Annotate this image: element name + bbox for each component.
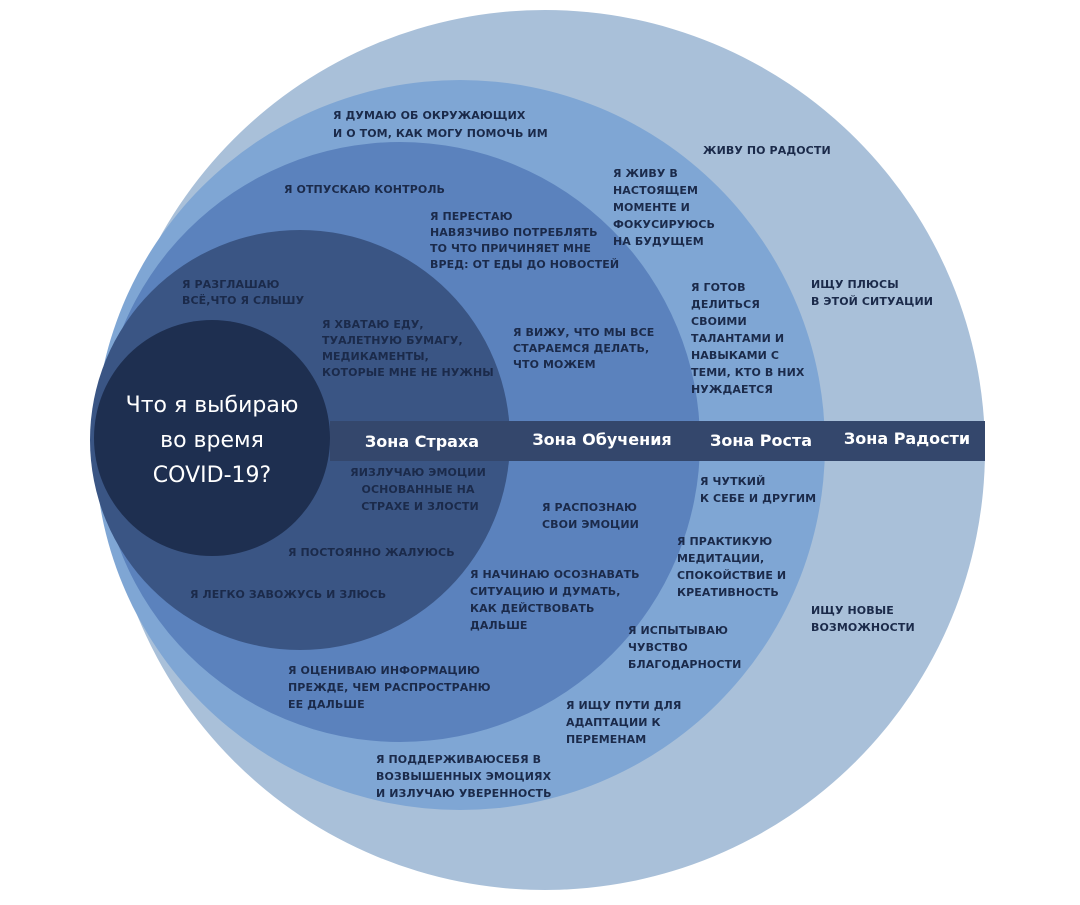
statement-learning-evaluate-info: Я ОЦЕНИВАЮ ИНФОРМАЦИЮ ПРЕЖДЕ, ЧЕМ РАСПРО…: [288, 664, 495, 711]
statement-learning-stop-consuming: Я ПЕРЕСТАЮ НАВЯЗЧИВО ПОТРЕБЛЯТЬ ТО ЧТО П…: [430, 210, 619, 271]
center-title-line: во время: [160, 428, 264, 453]
statement-fear-disclose: Я РАЗГЛАШАЮ ВСЁ,ЧТО Я СЛЫШУ: [182, 278, 305, 307]
center-title-line: COVID-19?: [153, 463, 271, 488]
statement-joy-live-by-joy: ЖИВУ ПО РАДОСТИ: [703, 144, 831, 157]
statement-growth-gratitude: Я ИСПЫТЫВАЮ ЧУВСТВО БЛАГОДАРНОСТИ: [628, 624, 741, 671]
zone-label-growth: Зона Роста: [710, 431, 812, 450]
statement-growth-sensitive: Я ЧУТКИЙ К СЕБЕ И ДРУГИМ: [700, 475, 816, 505]
statement-growth-share-talents: Я ГОТОВ ДЕЛИТЬСЯ СВОИМИ ТАЛАНТАМИ И НАВЫ…: [691, 281, 808, 396]
statement-growth-others: Я ДУМАЮ ОБ ОКРУЖАЮЩИХ И О ТОМ, КАК МОГУ …: [333, 109, 548, 140]
center-circle: [94, 320, 330, 556]
statement-growth-present-moment: Я ЖИВУ В НАСТОЯЩЕМ МОМЕНТЕ И ФОКУСИРУЮСЬ…: [613, 167, 719, 248]
statement-growth-elevated-emotions: Я ПОДДЕРЖИВАЮСЕБЯ В ВОЗВЫШЕННЫХ ЭМОЦИЯХ …: [376, 753, 555, 800]
statement-learning-release-control: Я ОТПУСКАЮ КОНТРОЛЬ: [284, 183, 445, 196]
statement-joy-new-opportunities: ИЩУ НОВЫЕ ВОЗМОЖНОСТИ: [811, 604, 915, 634]
statement-fear-emotions: ЯИЗЛУЧАЮ ЭМОЦИИ ОСНОВАННЫЕ НА СТРАХЕ И З…: [350, 466, 490, 513]
statement-joy-look-for-pluses: ИЩУ ПЛЮСЫ В ЭТОЙ СИТУАЦИИ: [811, 278, 933, 308]
zone-label-learning: Зона Обучения: [532, 430, 671, 449]
statement-fear-complain: Я ПОСТОЯННО ЖАЛУЮСЬ: [288, 546, 455, 559]
center-title: Что я выбираю во время COVID-19?: [126, 393, 299, 488]
center-title-line: Что я выбираю: [126, 393, 299, 418]
zone-label-band: [330, 421, 985, 461]
statement-fear-hoard: Я ХВАТАЮ ЕДУ, ТУАЛЕТНУЮ БУМАГУ, МЕДИКАМЕ…: [322, 318, 494, 379]
statement-fear-anger: Я ЛЕГКО ЗАВОЖУСЬ И ЗЛЮСЬ: [190, 588, 386, 601]
statement-learning-recognize-emotions: Я РАСПОЗНАЮ СВОИ ЭМОЦИИ: [542, 501, 641, 531]
statement-growth-adapt: Я ИЩУ ПУТИ ДЛЯ АДАПТАЦИИ К ПЕРЕМЕНАМ: [566, 699, 685, 746]
statement-growth-meditation: Я ПРАКТИКУЮ МЕДИТАЦИИ, СПОКОЙСТВИЕ И КРЕ…: [677, 535, 790, 599]
statement-learning-realize-situation: Я НАЧИНАЮ ОСОЗНАВАТЬ СИТУАЦИЮ И ДУМАТЬ, …: [470, 568, 644, 632]
zone-label-joy: Зона Радости: [844, 429, 970, 448]
zone-label-fear: Зона Страха: [365, 432, 479, 451]
statement-learning-we-try: Я ВИЖУ, ЧТО МЫ ВСЕ СТАРАЕМСЯ ДЕЛАТЬ, ЧТО…: [513, 326, 658, 371]
